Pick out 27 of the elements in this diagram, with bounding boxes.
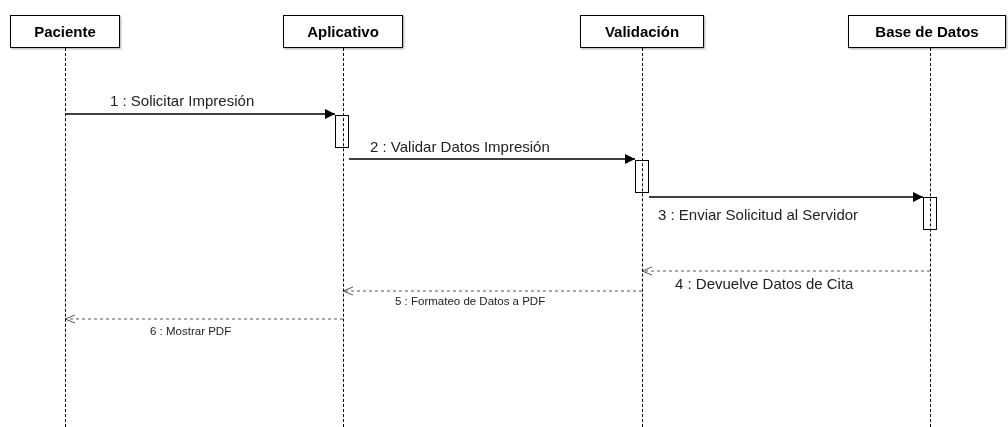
lifeline bbox=[343, 48, 345, 427]
message-arrow bbox=[342, 286, 643, 296]
message-label: 2 : Validar Datos Impresión bbox=[370, 138, 550, 155]
participant-name: Base de Datos bbox=[875, 23, 979, 40]
participant-box bbox=[848, 15, 1006, 48]
lifeline bbox=[65, 48, 67, 427]
activation-bar bbox=[923, 197, 937, 230]
activation-bar bbox=[635, 160, 649, 193]
activation-bar bbox=[335, 115, 349, 148]
message-label: 4 : Devuelve Datos de Cita bbox=[675, 275, 854, 292]
participant-box bbox=[283, 15, 403, 48]
message-arrow bbox=[64, 109, 336, 119]
participant-name: Aplicativo bbox=[307, 23, 379, 40]
participant-name: Validación bbox=[604, 23, 680, 40]
message-arrow bbox=[648, 192, 924, 202]
message-label: 5 : Formateo de Datos a PDF bbox=[395, 295, 546, 307]
lifeline bbox=[930, 48, 932, 427]
message-arrow bbox=[64, 314, 344, 324]
participant-box bbox=[580, 15, 704, 48]
lifeline bbox=[642, 48, 644, 427]
participant-name: Paciente bbox=[34, 23, 96, 40]
message-label: 3 : Enviar Solicitud al Servidor bbox=[658, 206, 859, 223]
participant-box bbox=[10, 15, 120, 48]
message-label: 6 : Mostrar PDF bbox=[150, 325, 232, 337]
message-arrow bbox=[348, 154, 636, 164]
message-arrow bbox=[641, 266, 931, 276]
message-label: 1 : Solicitar Impresión bbox=[110, 92, 255, 109]
